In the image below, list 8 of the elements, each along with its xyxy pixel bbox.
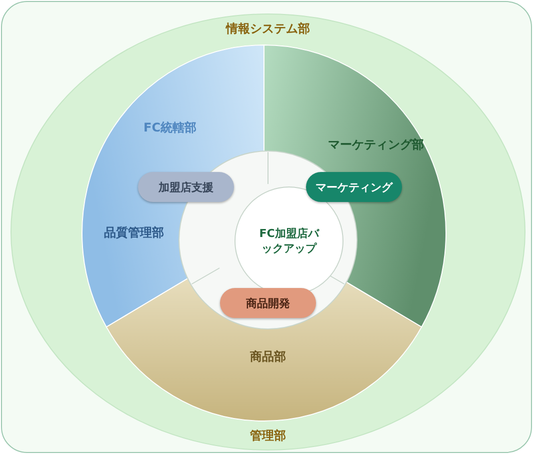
center-label: FC加盟店バックアップ bbox=[258, 226, 320, 256]
section-label: 情報システム部 bbox=[226, 20, 310, 38]
section-label: FC統轄部 bbox=[144, 120, 196, 136]
pill-label: 商品開発 bbox=[220, 288, 316, 318]
section-label: 管理部 bbox=[250, 428, 286, 444]
section-label: 商品部 bbox=[250, 348, 286, 366]
section-label: 品質管理部 bbox=[104, 224, 164, 242]
section-label: マーケティング部 bbox=[328, 136, 424, 154]
